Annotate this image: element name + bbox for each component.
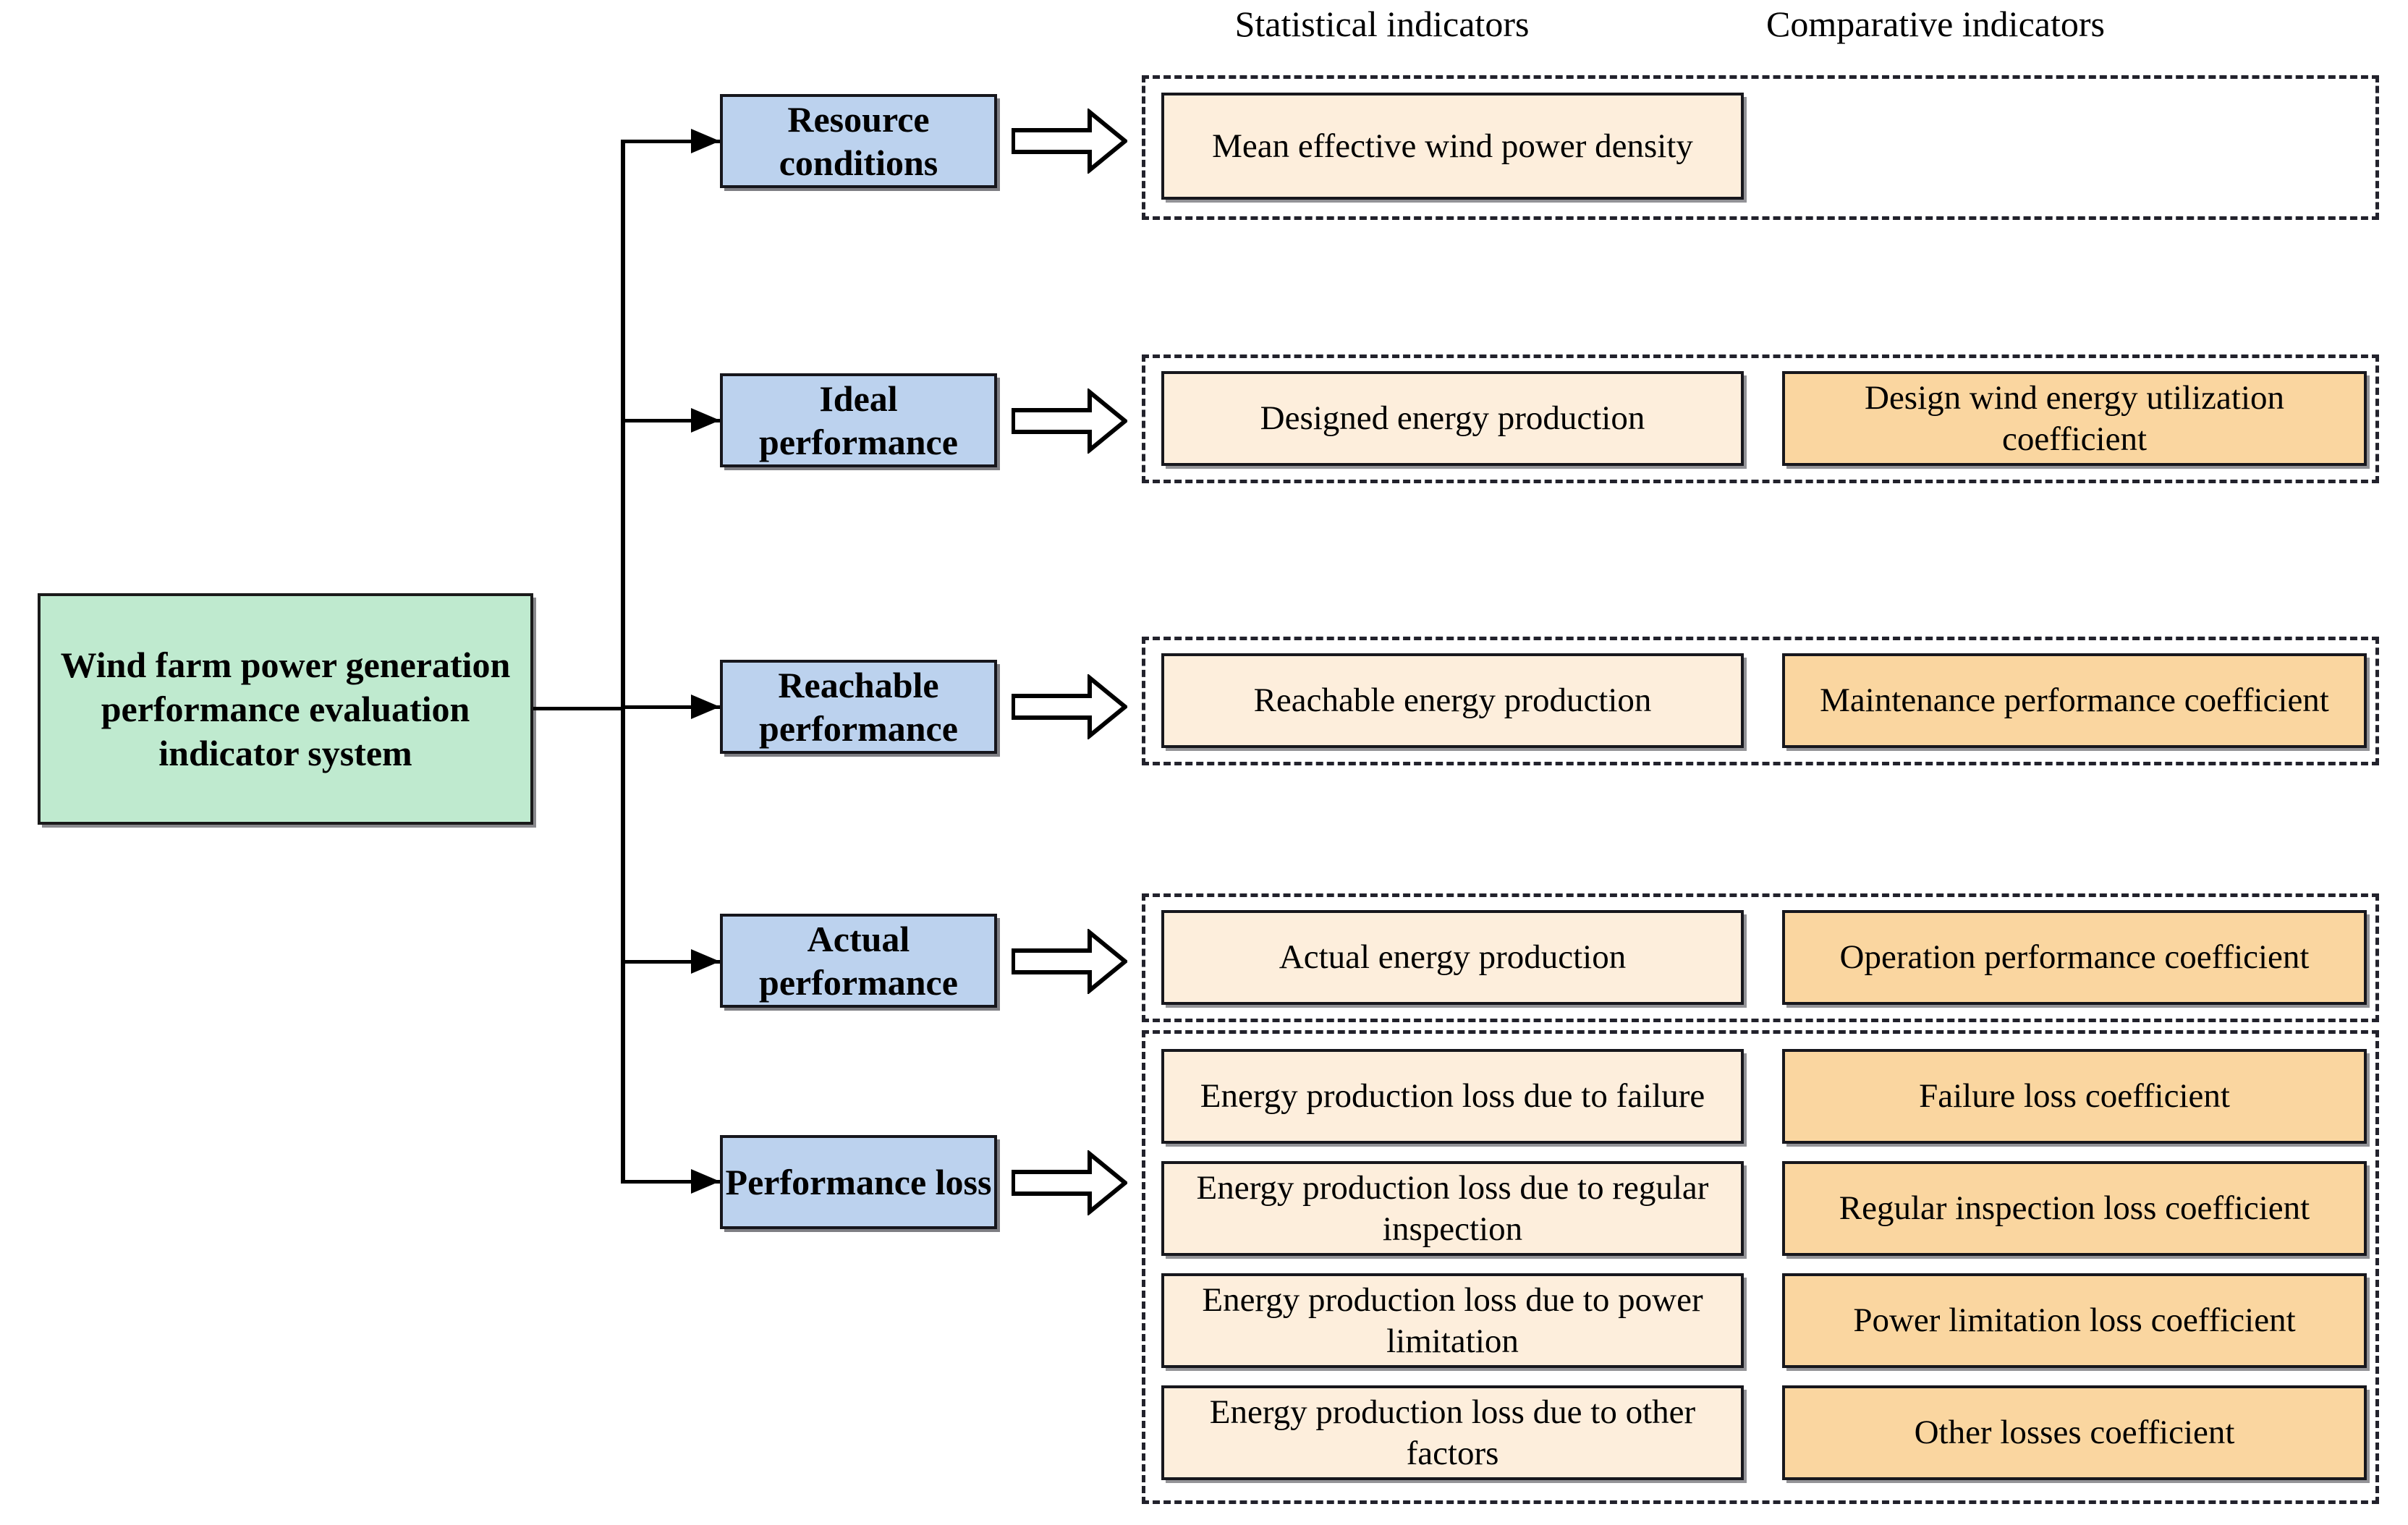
column-header-statistical: Statistical indicators [1234, 4, 1530, 44]
indicator-label: Actual energy production [1279, 938, 1627, 977]
category-label-actual-performance: Actual performance [759, 919, 958, 1003]
indicator-label: Energy production loss due to regular in… [1196, 1169, 1709, 1248]
indicator-label: Power limitation loss coefficient [1853, 1301, 2296, 1340]
indicator-comparative-operation-performance-coefficient[interactable]: Operation performance coefficient [1782, 910, 2367, 1005]
indicator-label: Energy production loss due to failure [1200, 1077, 1705, 1116]
connector-branch-5 [621, 1180, 722, 1184]
connector-branch-4 [621, 960, 722, 964]
connector-branch-3 [621, 705, 722, 709]
indicator-group-ideal-performance [1142, 354, 2379, 483]
indicator-statistical-actual-energy-production[interactable]: Actual energy production [1161, 910, 1744, 1005]
indicator-comparative-other-losses-coefficient[interactable]: Other losses coefficient [1782, 1385, 2367, 1480]
root-node[interactable]: Wind farm power generation performance e… [38, 593, 533, 825]
category-node-actual-performance[interactable]: Actual performance [720, 914, 997, 1008]
connector-spine [621, 142, 625, 1184]
indicator-statistical-reachable-energy-production[interactable]: Reachable energy production [1161, 653, 1744, 748]
indicator-label: Failure loss coefficient [1919, 1077, 2230, 1116]
category-node-ideal-performance[interactable]: Ideal performance [720, 373, 997, 467]
indicator-label: Energy production loss due to other fact… [1209, 1393, 1696, 1472]
indicator-label: Designed energy production [1260, 399, 1645, 438]
indicator-label: Reachable energy production [1253, 681, 1652, 720]
indicator-comparative-design-wind-energy-utilization-coefficient[interactable]: Design wind energy utilization coefficie… [1782, 371, 2367, 466]
arrow-right-icon-2 [691, 408, 720, 433]
arrow-right-icon-4 [691, 949, 720, 974]
indicator-statistical-loss-other-factors[interactable]: Energy production loss due to other fact… [1161, 1385, 1744, 1480]
column-header-comparative: Comparative indicators [1766, 4, 2105, 44]
connector-branch-2 [621, 419, 722, 422]
block-arrow-right-icon-4 [1012, 929, 1127, 994]
indicator-statistical-loss-regular-inspection[interactable]: Energy production loss due to regular in… [1161, 1161, 1744, 1256]
category-label-ideal-performance: Ideal performance [759, 378, 958, 462]
connector-branch-1 [621, 140, 722, 143]
indicator-label: Maintenance performance coefficient [1820, 681, 2329, 720]
arrow-right-icon-5 [691, 1169, 720, 1194]
block-arrow-right-icon-5 [1012, 1150, 1127, 1215]
connector-root-stub [533, 707, 624, 710]
indicator-label: Other losses coefficient [1914, 1414, 2235, 1452]
category-node-reachable-performance[interactable]: Reachable performance [720, 660, 997, 754]
indicator-group-performance-loss [1142, 1030, 2379, 1504]
block-arrow-right-icon-3 [1012, 674, 1127, 739]
arrow-right-icon-3 [691, 694, 720, 719]
arrow-right-icon-1 [691, 129, 720, 153]
indicator-group-actual-performance [1142, 893, 2379, 1022]
indicator-label: Energy production loss due to power limi… [1202, 1281, 1703, 1360]
indicator-label: Operation performance coefficient [1839, 938, 2310, 977]
indicator-comparative-regular-inspection-loss-coefficient[interactable]: Regular inspection loss coefficient [1782, 1161, 2367, 1256]
indicator-comparative-failure-loss-coefficient[interactable]: Failure loss coefficient [1782, 1049, 2367, 1144]
indicator-label: Regular inspection loss coefficient [1839, 1189, 2310, 1228]
indicator-statistical-loss-failure[interactable]: Energy production loss due to failure [1161, 1049, 1744, 1144]
block-arrow-right-icon-1 [1012, 109, 1127, 174]
block-arrow-right-icon-2 [1012, 388, 1127, 454]
indicator-group-reachable-performance [1142, 637, 2379, 765]
category-label-performance-loss: Performance loss [725, 1162, 992, 1202]
indicator-statistical-mean-effective-wind-power-density[interactable]: Mean effective wind power density [1161, 93, 1744, 200]
root-node-label: Wind farm power generation performance e… [60, 644, 511, 773]
indicator-label: Mean effective wind power density [1212, 127, 1693, 165]
indicator-group-resource-conditions [1142, 75, 2379, 220]
indicator-comparative-maintenance-performance-coefficient[interactable]: Maintenance performance coefficient [1782, 653, 2367, 748]
category-node-performance-loss[interactable]: Performance loss [720, 1135, 997, 1229]
category-label-reachable-performance: Reachable performance [759, 665, 958, 749]
indicator-statistical-loss-power-limitation[interactable]: Energy production loss due to power limi… [1161, 1273, 1744, 1368]
category-label-resource-conditions: Resource conditions [779, 99, 938, 183]
category-node-resource-conditions[interactable]: Resource conditions [720, 94, 997, 188]
indicator-label: Design wind energy utilization coefficie… [1865, 379, 2284, 458]
indicator-statistical-designed-energy-production[interactable]: Designed energy production [1161, 371, 1744, 466]
indicator-comparative-power-limitation-loss-coefficient[interactable]: Power limitation loss coefficient [1782, 1273, 2367, 1368]
